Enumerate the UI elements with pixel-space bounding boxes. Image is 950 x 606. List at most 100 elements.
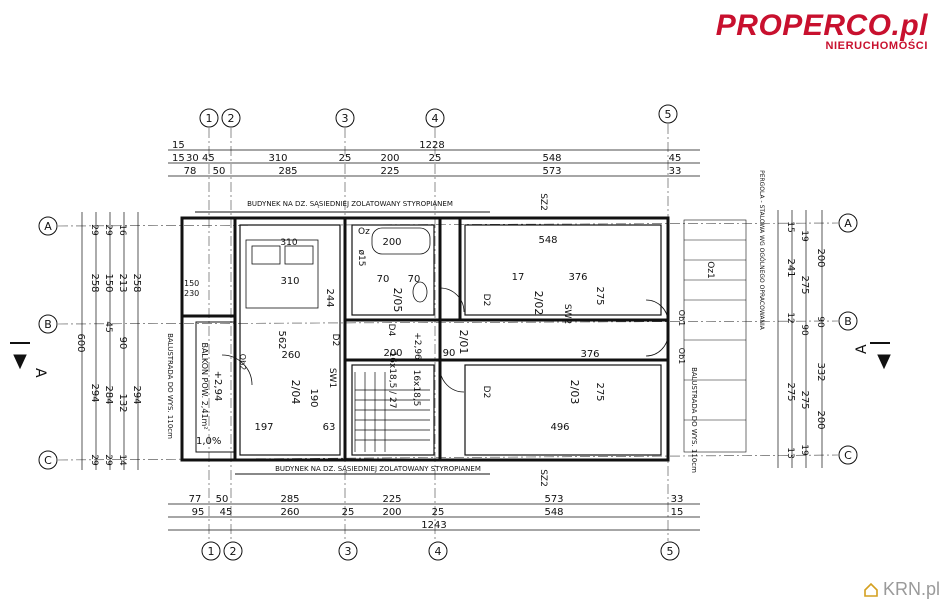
room-2-03-d0: 376 — [580, 349, 599, 360]
dim-left-c2-3: 284 — [103, 385, 114, 404]
row-left-c: C — [44, 454, 52, 467]
dim-right-c2-0: 19 — [799, 230, 809, 242]
dim-bot-r1-3: 225 — [382, 494, 401, 505]
brand-name: PROPERCO.pl — [715, 9, 928, 42]
room-2-02-d3: 17 — [512, 272, 525, 283]
dim-left-c4-1: 294 — [131, 385, 142, 404]
axis-markers-top — [199, 104, 678, 128]
window-ob1-a: Ob1 — [677, 310, 686, 326]
sw1-label: SW1 — [327, 368, 337, 388]
axis-top-5: 5 — [665, 108, 672, 121]
dim-top-r1-5: 200 — [380, 153, 399, 164]
dim-right-c2-2: 90 — [799, 324, 809, 336]
dim-bot-r2-1: 45 — [220, 507, 233, 518]
room-2-03-id: 2/03 — [568, 380, 581, 405]
dim-top-r1-8: 45 — [669, 153, 682, 164]
row-right-b: B — [844, 315, 852, 328]
room-2-04-id: 2/04 — [289, 380, 302, 405]
window-ob1-b: Ob1 — [677, 348, 686, 364]
balustrade-label: BALUSTRADA DO WYS. 110cm — [166, 333, 174, 439]
dim-right-c3-3: 200 — [815, 410, 826, 429]
dim-left-c3-4: 14 — [117, 454, 127, 466]
dim-left-c2-4: 29 — [103, 454, 113, 466]
room-2-04-d3: 260 — [281, 350, 300, 361]
axis-markers-bottom — [201, 541, 680, 561]
room-2-02-d2: 275 — [594, 286, 605, 305]
bathtub-icon — [371, 227, 431, 255]
dim-left-c3-2: 90 — [117, 337, 128, 350]
dim-top-total: 1228 — [419, 140, 444, 151]
dim-top-15: 15 — [172, 140, 185, 151]
room-2-04-d0b: 310 — [280, 238, 297, 248]
room-2-05-d2: 70 — [408, 274, 421, 285]
dim-bot-total: 1243 — [421, 520, 446, 531]
elevation-label-2: +2,94 — [212, 371, 223, 402]
row-left-a: A — [44, 220, 52, 233]
dim-lines-right — [777, 210, 823, 468]
section-marker-left — [10, 342, 30, 370]
dim-top-r2-3: 225 — [380, 166, 399, 177]
dim-bot-r2-4: 200 — [382, 507, 401, 518]
room-2-04-d6: 63 — [323, 422, 336, 433]
sw2-label: SW2 — [562, 304, 572, 324]
brand-subtitle: NIERUCHOMOŚCI — [825, 40, 928, 52]
dim-right-c1-1: 241 — [785, 258, 796, 277]
watermark: KRN.pl — [863, 579, 940, 600]
dim-left-c1-3: 29 — [89, 454, 99, 466]
room-2-04-d2: 562 — [276, 330, 287, 349]
dim-top-r2-1: 50 — [213, 166, 226, 177]
dim-right-c3-2: 332 — [815, 362, 826, 381]
door-swings — [221, 287, 669, 393]
dim-right-c2-4: 19 — [799, 444, 809, 456]
dim-left-c4-0: 258 — [131, 273, 142, 292]
axis-bottom-4: 4 — [435, 545, 442, 558]
dim-bot-r2-5: 25 — [432, 507, 445, 518]
hot-water-label: ø15 — [356, 250, 366, 267]
dim-right-c3-1: 90 — [815, 316, 825, 328]
bed-icon — [245, 239, 319, 309]
room-2-05-id: 2/05 — [391, 288, 404, 313]
dim-230: 230 — [184, 289, 199, 298]
dim-left-c3-3: 132 — [117, 393, 128, 412]
dim-top-r2-5: 33 — [669, 166, 682, 177]
dim-right-c1-0: 15 — [785, 221, 795, 232]
room-2-02-d0: 548 — [538, 235, 557, 246]
room-2-04-d5: 197 — [254, 422, 273, 433]
dim-bot-r2-0: 95 — [192, 507, 205, 518]
dim-top-r1-7: 548 — [542, 153, 561, 164]
dim-left-c3-1: 213 — [117, 273, 128, 292]
balustrade-right-label: BALUSTRADA DO WYS. 110cm — [690, 367, 698, 473]
axis-top-2: 2 — [228, 112, 235, 125]
balcony — [195, 321, 235, 453]
room-2-03-d1: 275 — [594, 382, 605, 401]
dim-top-r1-0: 15 — [172, 153, 185, 164]
door-d2-b: D2 — [481, 294, 491, 307]
dim-top-r2-4: 573 — [542, 166, 561, 177]
room-2-01-d0: 200 — [383, 348, 402, 359]
dim-top-r1-2: 45 — [202, 153, 215, 164]
dim-top-r1-3: 310 — [268, 153, 287, 164]
row-right-c: C — [844, 449, 852, 462]
dim-right-c2-1: 275 — [799, 275, 810, 294]
balcony-label: BALKON POW. 2,41m² — [200, 342, 209, 429]
slope-label: 1,0% — [196, 436, 221, 447]
bath-dim: 200 — [382, 237, 401, 248]
dim-top-r2-0: 78 — [184, 166, 197, 177]
dim-left-c3-0: 16 — [117, 224, 127, 236]
oz1-label: Oz1 — [705, 261, 715, 279]
dim-bot-r2-2: 260 — [280, 507, 299, 518]
axis-bottom-3: 3 — [345, 545, 352, 558]
door-d2-c: D2 — [481, 386, 491, 399]
room-2-01-id: 2/01 — [457, 330, 470, 355]
dim-left-c1-0: 29 — [89, 224, 99, 236]
neighbor-note-top: BUDYNEK NA DZ. SĄSIEDNIEJ ZOLATOWANY STY… — [247, 200, 453, 208]
axis-bottom-5: 5 — [667, 545, 674, 558]
dim-bot-r2-7: 15 — [671, 507, 684, 518]
dim-bot-r2-6: 548 — [544, 507, 563, 518]
brand-logo: PROPERCO.pl NIERUCHOMOŚCI — [715, 9, 928, 53]
room-2-02-d1: 376 — [568, 272, 587, 283]
walls — [180, 216, 670, 462]
pergola — [683, 219, 747, 453]
elevation-label: +2,96 — [412, 332, 422, 360]
